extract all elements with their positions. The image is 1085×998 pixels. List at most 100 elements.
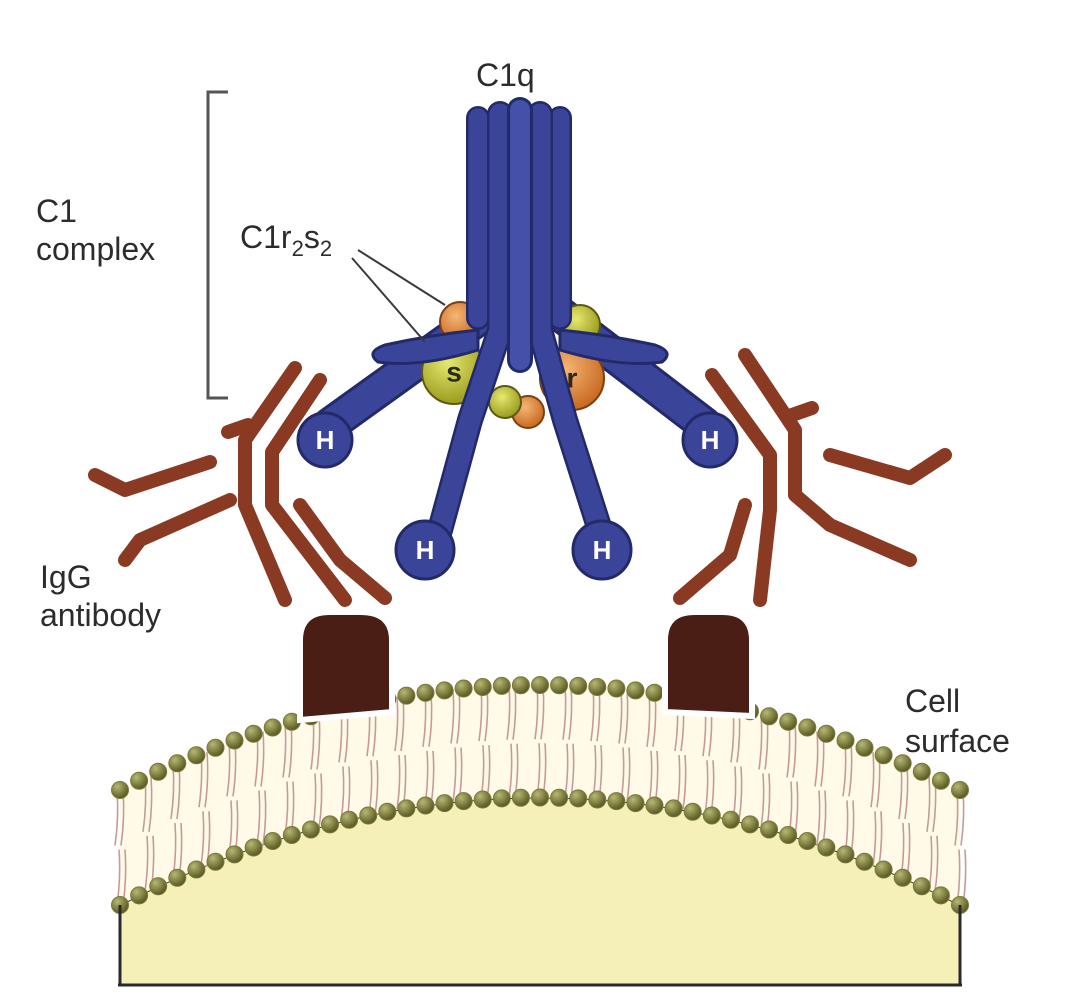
- lipid-head: [569, 676, 588, 695]
- lipid-tail: [814, 731, 819, 787]
- lipid-head: [301, 820, 320, 839]
- lipid-tail: [792, 722, 797, 778]
- lipid-head: [817, 724, 836, 743]
- lipid-tail: [626, 747, 631, 802]
- lipid-head: [836, 731, 855, 750]
- lipid-tail: [200, 811, 205, 867]
- lipid-head: [492, 789, 511, 808]
- lipid-head: [626, 794, 645, 813]
- lipid-head: [550, 676, 569, 695]
- lipid-head: [111, 781, 129, 799]
- lipid-head: [416, 683, 435, 702]
- lipid-head: [244, 838, 263, 857]
- lipid-head: [779, 826, 798, 844]
- c1-complex-label-line2: complex: [36, 231, 155, 267]
- lipid-head: [588, 790, 607, 809]
- svg-text:H: H: [316, 425, 335, 455]
- lipid-tail: [318, 773, 323, 829]
- lipid-head: [187, 746, 206, 765]
- c1r2s2-label-sub1: 2: [292, 236, 304, 261]
- lipid-head: [874, 860, 893, 879]
- lipid-head: [702, 806, 721, 825]
- lipid-head: [645, 683, 664, 702]
- lipid-head: [779, 712, 798, 731]
- lipid-tail: [682, 754, 687, 810]
- lipid-head: [321, 815, 339, 834]
- lipid-head: [741, 815, 759, 834]
- lipid-head: [130, 886, 149, 905]
- c1s-letter: s: [446, 357, 462, 388]
- lipid-head: [282, 826, 301, 844]
- lipid-head: [168, 754, 187, 773]
- lipid-head: [244, 724, 263, 743]
- lipid-head: [263, 832, 282, 850]
- c1q-head-inner-left: H: [394, 519, 456, 581]
- svg-text:H: H: [701, 425, 720, 455]
- lipid-tail: [144, 835, 149, 892]
- lipid-head: [225, 731, 244, 750]
- lipid-head: [263, 718, 282, 737]
- c1q-label: C1q: [476, 57, 535, 93]
- lipid-head: [397, 686, 416, 705]
- lipid-head: [130, 771, 149, 790]
- lipid-head: [225, 845, 244, 864]
- c1q-heads: H H H H: [296, 411, 739, 581]
- cell: [111, 676, 969, 987]
- lipid-head: [511, 676, 530, 695]
- lipid-tail: [738, 766, 743, 822]
- lipid-head: [569, 789, 588, 808]
- lipid-tail: [926, 776, 931, 832]
- lipid-head: [531, 676, 549, 694]
- lipid-tail: [204, 752, 209, 808]
- c1r2s2-label: C1r2s2: [240, 219, 332, 261]
- svg-text:H: H: [416, 535, 435, 565]
- c1r2s2-label-base1: C1r: [240, 219, 292, 255]
- lipid-head: [206, 738, 225, 757]
- c1r2s2-leader-lines: [351, 249, 446, 343]
- lipid-head: [874, 746, 893, 765]
- lipid-tail: [760, 773, 765, 829]
- lipid-head: [378, 802, 397, 821]
- c1q-stalk: [371, 97, 669, 543]
- svg-text:H: H: [593, 535, 612, 565]
- lipid-head: [817, 838, 836, 857]
- lipid-head: [626, 681, 645, 700]
- lipid-tail: [394, 696, 399, 752]
- lipid-head: [340, 810, 359, 829]
- lipid-head: [931, 886, 950, 905]
- cell-surface-label-line2: surface: [905, 723, 1010, 759]
- lipid-head: [187, 860, 206, 879]
- lipid-tail: [934, 835, 939, 892]
- igg-label-line2: antibody: [40, 597, 161, 633]
- lipid-tail: [374, 760, 379, 815]
- lipid-head: [760, 820, 779, 839]
- lipid-head: [607, 792, 626, 811]
- lipid-head: [359, 806, 378, 825]
- c1r-letter: r: [567, 363, 578, 394]
- lipid-head: [473, 678, 492, 696]
- lipid-head: [721, 810, 740, 829]
- lipid-head: [435, 794, 454, 813]
- c1r2s2-label-sub2: 2: [320, 236, 332, 261]
- igg-antibody-left: [82, 355, 398, 613]
- lipid-tail: [262, 790, 267, 846]
- lipid-head: [912, 762, 931, 781]
- lipid-tail: [148, 776, 153, 832]
- c1-complex-bracket: [206, 90, 228, 400]
- lipid-head: [798, 832, 817, 850]
- antigen-left: [297, 609, 395, 724]
- lipid-tail: [870, 752, 875, 808]
- c1q-head-inner-right: H: [571, 519, 633, 581]
- c1q-left-wing: [371, 328, 480, 365]
- lipid-head: [416, 796, 435, 815]
- lipid-head: [893, 868, 912, 887]
- c1r2s2-label-base2: s: [304, 219, 320, 255]
- c1q-head-outer-right: H: [681, 411, 739, 469]
- lipid-head: [664, 799, 683, 818]
- lipid-head: [531, 788, 549, 807]
- lipid-head: [855, 738, 874, 757]
- lipid-head: [607, 679, 626, 698]
- lipid-head: [397, 799, 416, 818]
- lipid-head: [645, 796, 664, 815]
